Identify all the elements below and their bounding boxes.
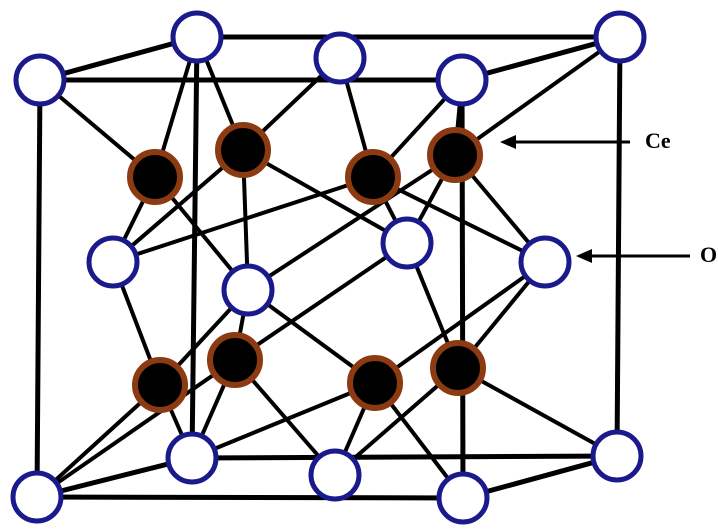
cube-edge-top-left — [36, 33, 201, 84]
ce-atom — [347, 355, 403, 411]
cerium-atoms — [127, 122, 486, 413]
o-atom — [593, 10, 647, 64]
bond — [241, 148, 409, 245]
bond — [111, 148, 245, 264]
o-atom — [308, 448, 362, 502]
o-atom — [380, 216, 434, 270]
o-atom — [436, 471, 490, 525]
o-atom — [518, 235, 572, 289]
o-atom — [221, 263, 275, 317]
bond — [233, 241, 409, 362]
o-atom — [313, 31, 367, 85]
bond — [246, 153, 457, 292]
ce-atom — [127, 149, 183, 205]
cube-edge-back-right — [614, 34, 623, 459]
bond — [371, 175, 547, 264]
ce-atom — [215, 122, 271, 178]
ce-atom — [345, 149, 401, 205]
o-atom — [590, 429, 644, 483]
o-label: O — [700, 242, 717, 267]
cube-edge-front-left — [34, 77, 43, 500]
o-atom — [86, 235, 140, 289]
cube-edge-front-bottom — [34, 494, 466, 501]
ce-arrowhead — [500, 135, 516, 149]
cube-edge-top-right — [458, 33, 624, 84]
oxygen-atoms — [10, 10, 647, 525]
bond — [111, 175, 375, 264]
ce-pointer — [500, 135, 630, 149]
ce-atom — [430, 340, 486, 396]
o-atom — [435, 53, 489, 107]
bond — [453, 35, 622, 157]
bond — [190, 381, 377, 460]
cube-edge-bottom-left — [33, 454, 196, 501]
bond — [35, 358, 237, 499]
o-atom — [170, 10, 224, 64]
ce-atom — [207, 332, 263, 388]
cube-edge-back-left — [189, 34, 200, 461]
cube-edge-bottom-right — [459, 452, 621, 502]
bond — [373, 260, 547, 385]
ce-atom — [132, 357, 188, 413]
ce-atom — [427, 127, 483, 183]
bond — [456, 366, 619, 458]
o-pointer — [576, 249, 690, 263]
o-atom — [13, 53, 67, 107]
o-atom — [165, 431, 219, 485]
o-arrowhead — [576, 249, 592, 263]
ce-label: Ce — [645, 128, 671, 153]
o-atom — [10, 470, 64, 524]
cube-edge-back-bottom — [189, 453, 620, 461]
